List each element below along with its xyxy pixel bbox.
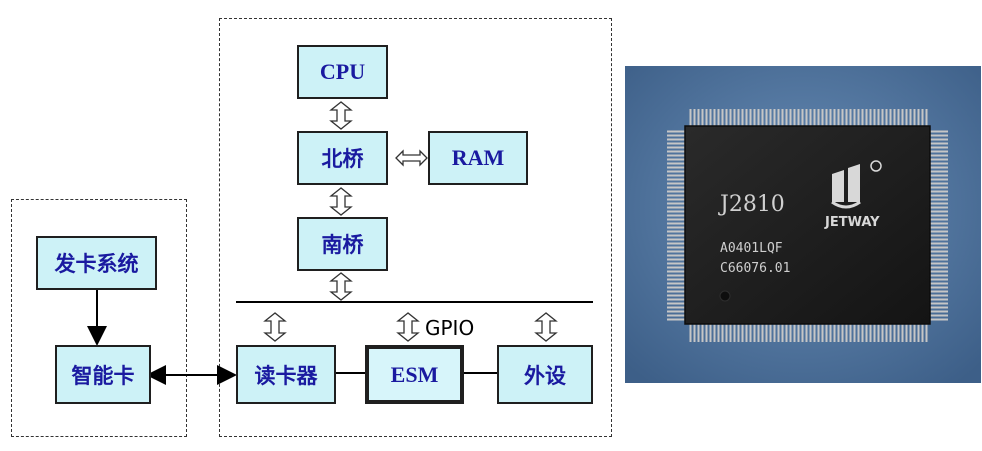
chip-left-pins [667,130,687,322]
northbridge-block: 北桥 [297,131,388,185]
chip-code2-text: C66076.01 [720,261,790,276]
chip-right-pins [928,130,948,322]
chip-bottom-pins [688,322,928,342]
chip-code1-text: A0401LQF [720,241,783,256]
chip-model-text: J2810 [718,192,785,217]
chip-brand-text: JETWAY [824,215,880,230]
card-issuing-block: 发卡系统 [36,236,157,290]
bus-esm-arrow [396,312,420,342]
jetway-logo: JETWAY [824,160,882,230]
smart-card-block: 智能卡 [55,345,151,404]
peripheral-block: 外设 [497,345,593,404]
southbridge-block: 南桥 [297,217,388,271]
cpu-block: CPU [297,45,388,99]
card-reader-block: 读卡器 [236,345,336,404]
northbridge-ram-arrow [395,149,428,167]
chip-top-pins [688,109,928,129]
southbridge-bus-arrow [329,272,353,301]
cpu-northbridge-arrow [329,101,353,130]
gpio-label: GPIO [425,316,475,340]
chip-photo: JETWAY J2810 A0401LQF C66076.01 [625,66,981,383]
bus-peripheral-arrow [534,312,558,342]
bus-reader-arrow [263,312,287,342]
card-system-enclosure [11,199,187,437]
esm-block: ESM [365,345,464,404]
northbridge-southbridge-arrow [329,187,353,216]
chip-pin1-dot [719,290,731,302]
ram-block: RAM [428,131,528,185]
pc-system-enclosure [219,18,612,437]
